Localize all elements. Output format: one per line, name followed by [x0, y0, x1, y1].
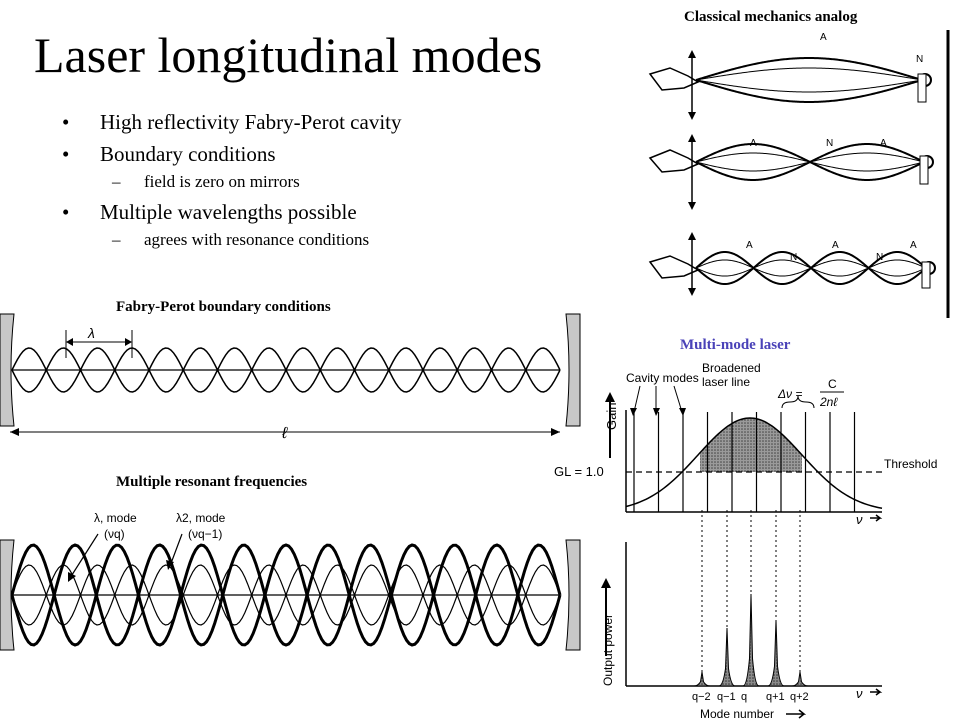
output-peak — [742, 593, 760, 687]
gain-axis-label: Gain — [604, 403, 619, 430]
antinode-label: A — [820, 32, 827, 43]
output-power-axis-label: Output power — [601, 614, 615, 686]
frequency-axis-label: ν — [856, 512, 863, 527]
mode2-label: λ2, mode — [176, 511, 226, 525]
mode1-freq: (νq) — [104, 527, 125, 541]
node-label: N — [826, 138, 833, 149]
gain-chart: Gain GL = 1.0 Threshold Cavity modes Bro… — [554, 361, 937, 527]
broadened-label-1: Broadened — [702, 361, 761, 375]
hand-icon — [648, 67, 700, 91]
antinode-label: A — [746, 240, 753, 251]
node-label: N — [876, 252, 883, 263]
delta-nu-denominator: 2nℓ — [819, 395, 838, 409]
output-peak — [767, 619, 785, 687]
output-frequency-axis-label: ν — [856, 686, 863, 701]
mode1-label: λ, mode — [94, 511, 137, 525]
mode-number-label: q — [741, 691, 747, 703]
hand-icon — [648, 255, 700, 279]
caption-fabry-perot: Fabry-Perot boundary conditions — [116, 299, 331, 315]
broadened-label-2: laser line — [702, 375, 750, 389]
left-mirror — [0, 313, 15, 427]
mode-number-label: q−1 — [717, 691, 736, 703]
caption-multimode-laser: Multi-mode laser — [680, 337, 791, 353]
output-power-chart: Output power q−2 q−1 q q+1 q+2 ν Mode number — [601, 510, 883, 720]
gl-label: GL = 1.0 — [554, 464, 604, 479]
node-label: N — [790, 252, 797, 263]
bullet-item: Multiple wavelengths possible — [62, 196, 582, 228]
resonant-frequencies-diagram: λ, mode (νq) λ2, mode (νq−1) — [0, 511, 581, 651]
right-mirror — [565, 539, 581, 651]
caption-classical-analog: Classical mechanics analog — [684, 9, 858, 25]
node-label: N — [916, 54, 923, 65]
antinode-label: A — [750, 138, 757, 149]
output-peak — [791, 671, 809, 687]
caption-resonant-frequencies: Multiple resonant frequencies — [116, 474, 308, 490]
output-peak — [718, 627, 736, 687]
string-panel-3: A N A N A — [648, 232, 936, 296]
antinode-label: A — [832, 240, 839, 251]
mode-number-axis-label: Mode number — [700, 707, 774, 720]
mode-number-label: q−2 — [692, 691, 711, 703]
wavelength-label: λ — [87, 325, 95, 341]
cavity-modes-label: Cavity modes — [626, 371, 699, 385]
mode-number-label: q+2 — [790, 691, 809, 703]
bullet-item: High reflectivity Fabry-Perot cavity — [62, 106, 582, 138]
fabry-perot-diagram: λ ℓ — [0, 313, 581, 442]
cavity-length-label: ℓ — [281, 425, 288, 442]
string-panel-2: A N A — [648, 134, 934, 210]
bullet-list: High reflectivity Fabry-Perot cavity Bou… — [62, 106, 582, 254]
delta-nu-numerator: C — [828, 377, 837, 391]
bullet-item: Boundary conditions — [62, 138, 582, 170]
hand-icon — [648, 149, 700, 173]
sub-bullet-item: agrees with resonance conditions — [62, 228, 582, 254]
threshold-label: Threshold — [884, 457, 937, 471]
output-peak — [693, 671, 711, 687]
string-panel-1: A N — [648, 32, 932, 120]
delta-nu-label: Δν = — [777, 387, 802, 401]
antinode-label: A — [880, 138, 887, 149]
left-mirror — [0, 539, 15, 651]
slide-title: Laser longitudinal modes — [34, 27, 543, 83]
sub-bullet-item: field is zero on mirrors — [62, 170, 582, 196]
string-vibration-diagram: A N A N A A N A N A — [648, 30, 950, 318]
right-mirror — [565, 313, 581, 427]
antinode-label: A — [910, 240, 917, 251]
mode-number-label: q+1 — [766, 691, 785, 703]
mode2-freq: (νq−1) — [188, 527, 222, 541]
